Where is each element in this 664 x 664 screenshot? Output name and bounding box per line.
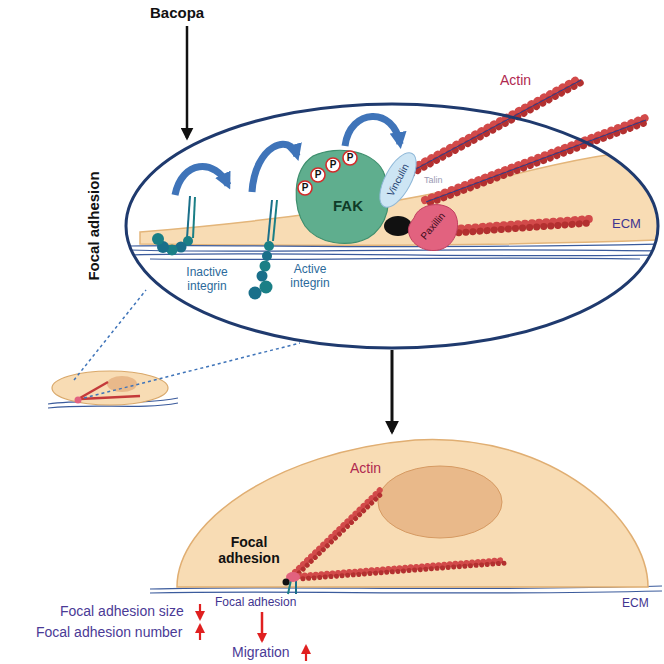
phosphate-label: P xyxy=(315,169,322,181)
cell-heading: Focal adhesion xyxy=(211,534,287,566)
small-focal-adhesion xyxy=(75,397,82,404)
zoom-region-shape xyxy=(124,102,660,350)
integrin-leg xyxy=(187,196,190,238)
paxillin-node: Paxillin xyxy=(404,198,460,252)
protein-label: FAK xyxy=(333,197,363,214)
actin-label: Actin xyxy=(350,460,381,476)
actin-filament xyxy=(300,563,506,579)
integrin-label: Active integrin xyxy=(283,263,337,291)
activation-arrow xyxy=(175,167,228,195)
outcome-label: Focal adhesion size xyxy=(60,603,184,619)
integrin-domain xyxy=(260,281,273,294)
vinculin-node: Vinculin xyxy=(376,148,420,212)
phosphate-circle xyxy=(343,151,357,165)
ecm-fiber xyxy=(150,591,662,593)
phosphate-node: P xyxy=(342,150,358,166)
actin-filament xyxy=(426,120,646,202)
phosphate-node: P xyxy=(310,167,326,183)
integrin-label: Inactive integrin xyxy=(178,266,236,294)
actin-filament xyxy=(427,122,647,204)
integrin-leg xyxy=(295,580,297,594)
phosphate-circle xyxy=(298,181,312,195)
ecm-fiber xyxy=(150,258,640,259)
talin-blob xyxy=(384,216,412,236)
actin-filament xyxy=(297,493,382,575)
ecm-label: ECM xyxy=(622,597,649,611)
phosphate-circle xyxy=(326,158,340,172)
outcome-label: Migration xyxy=(232,644,290,660)
increase-arrow xyxy=(305,646,307,661)
small-actin xyxy=(80,396,140,399)
ecm-fiber xyxy=(130,254,660,256)
integrin-domain xyxy=(260,261,271,272)
activation-arrow xyxy=(345,116,400,146)
vinculin-protein xyxy=(372,147,423,212)
ecm-fiber xyxy=(130,250,660,252)
integrin-domain xyxy=(257,271,268,282)
phosphate-node: P xyxy=(325,157,341,173)
integrin-domain xyxy=(152,233,164,245)
actin-filament xyxy=(400,78,580,175)
bacopa-arrow xyxy=(186,26,189,138)
integrin-domain xyxy=(249,287,262,300)
zoom-ellipse xyxy=(126,104,658,348)
integrin-domain xyxy=(264,241,274,251)
small-cell xyxy=(52,371,168,405)
treatment-label: Bacopa xyxy=(150,4,204,21)
activation-arrow xyxy=(252,144,297,192)
integrin-domain xyxy=(262,251,272,261)
actin-filament xyxy=(295,490,380,572)
increase-arrow xyxy=(199,625,201,640)
structure-label: Focal adhesion xyxy=(215,596,296,610)
small-nucleus xyxy=(107,376,137,392)
region-heading: Focal adhesion xyxy=(85,171,102,280)
ecm-label: ECM xyxy=(612,217,641,232)
protein-label: Talin xyxy=(424,175,443,185)
phosphate-label: P xyxy=(330,159,337,171)
cell-body xyxy=(177,440,648,587)
flow-arrow xyxy=(391,350,394,432)
fak-protein xyxy=(296,150,388,243)
ecm-fiber xyxy=(130,244,660,247)
zoom-line xyxy=(74,290,146,380)
decrease-arrow xyxy=(199,604,201,619)
integrin-leg xyxy=(268,200,272,241)
result-arrow xyxy=(261,612,264,641)
nucleus xyxy=(378,466,502,538)
phosphate-node: P xyxy=(297,180,313,196)
actin-label: Actin xyxy=(500,72,531,88)
integrin-leg xyxy=(193,197,195,238)
integrin-leg xyxy=(273,200,277,241)
phosphate-circle xyxy=(311,168,325,182)
actin-filament xyxy=(441,223,591,234)
outcome-label: Focal adhesion number xyxy=(36,624,182,640)
cell-node: ActinFocal adhesion xyxy=(175,432,650,587)
paxillin-protein xyxy=(408,205,457,251)
zoom-line xyxy=(84,343,300,398)
small-actin xyxy=(80,382,108,398)
phosphate-label: P xyxy=(302,182,309,194)
actin-filament xyxy=(299,560,505,576)
talin-blob xyxy=(283,579,290,586)
zoom-region: Focal adhesionFAKPPPPVinculinPaxillin xyxy=(124,102,660,350)
phosphate-label: P xyxy=(347,152,354,164)
